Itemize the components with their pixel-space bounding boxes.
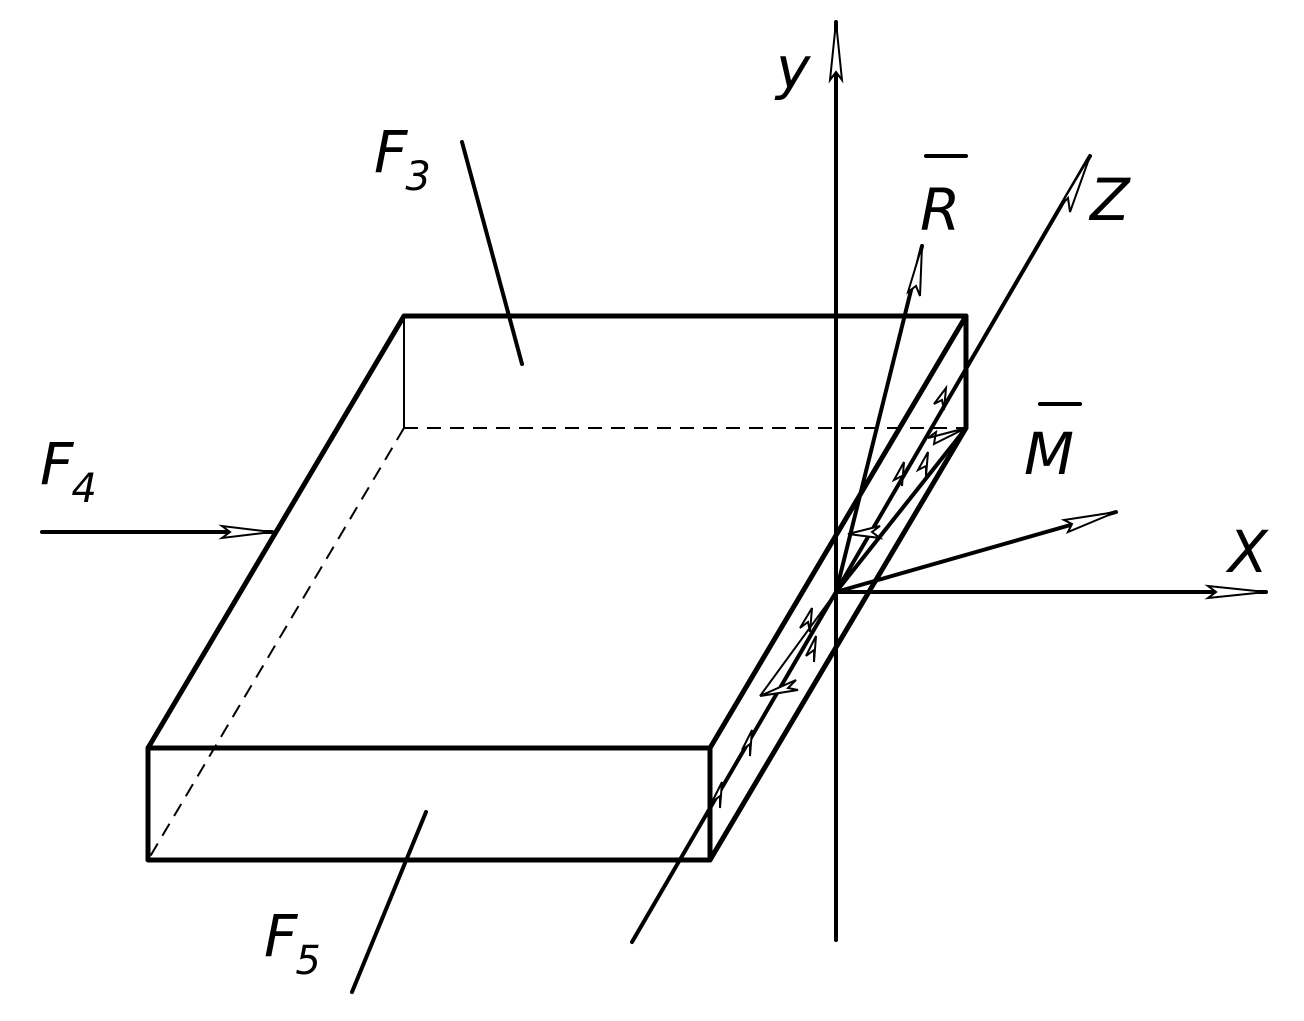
plate-front-face <box>145 745 713 863</box>
moment-m-label: M <box>1024 420 1074 488</box>
resultant-r-label: R <box>920 176 960 244</box>
moment-m-arrowhead <box>927 427 967 446</box>
edge-arrow-1 <box>933 384 948 411</box>
force-f3-label: F3 <box>374 118 431 200</box>
moment-m-line <box>834 426 968 594</box>
plate-hidden-left-edge <box>147 427 405 861</box>
edge-arrow-2 <box>891 461 905 487</box>
force-f4-label: F4 <box>40 430 97 512</box>
resultant-x-arrowhead <box>1060 511 1117 534</box>
y-axis-arrowhead <box>828 21 844 84</box>
x-axis-label: X <box>1225 518 1269 586</box>
z-axis-label: Z <box>1088 166 1131 234</box>
edge-arrow-5 <box>799 607 813 633</box>
edge-arrow-3 <box>915 451 929 477</box>
force-f5-line <box>350 810 428 994</box>
resultant-vectors <box>834 244 1118 594</box>
applied-forces <box>40 140 524 994</box>
x-axis-arrowhead <box>1204 584 1267 600</box>
z-axis-line <box>630 154 1092 944</box>
axes <box>630 20 1268 944</box>
y-axis-label: y <box>774 34 811 102</box>
z-axis-arrowhead <box>1059 155 1091 213</box>
force-f4-arrowhead <box>218 524 273 540</box>
edge-force-arrows <box>711 384 948 809</box>
edge-arrow-8 <box>741 729 753 757</box>
diagram-labels: y Z X R M F3 F4 F5 <box>40 34 1269 984</box>
resultant-x-component <box>834 510 1118 594</box>
force-f5-label: F5 <box>264 902 321 984</box>
resultant-r-arrowhead <box>906 245 923 297</box>
force-f3-line <box>460 140 524 366</box>
edge-arrow-7 <box>759 679 799 697</box>
edge-arrow-9 <box>711 781 723 809</box>
edge-arrow-4 <box>847 525 884 540</box>
edge-arrow-6 <box>805 635 817 663</box>
edge-arrow-shaft <box>759 591 837 697</box>
